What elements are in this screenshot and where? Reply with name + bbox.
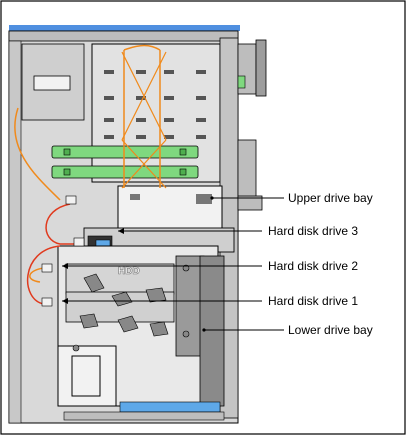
cage-slots: [104, 70, 206, 139]
drive-bracket-handle: [57, 345, 117, 407]
green-card-lower: [51, 165, 199, 179]
green-card-upper: [51, 145, 199, 159]
callout-hard-disk-drive-2: Hard disk drive 2: [268, 259, 358, 273]
power-connector: [33, 75, 71, 91]
drive-clips: [79, 273, 169, 337]
red-cable-hdd3: [45, 203, 82, 245]
hdd-marking: HDD: [118, 266, 140, 277]
bottom-blue-accent: [119, 401, 221, 413]
callout-lower-drive-bay: Lower drive bay: [288, 323, 373, 337]
orange-cable: [14, 44, 161, 201]
top-edge-blue: [9, 25, 240, 31]
power-led: [237, 75, 246, 89]
callout-hard-disk-drive-3: Hard disk drive 3: [268, 224, 358, 238]
upper-drive-cage: [91, 43, 221, 183]
red-cable-hdd1: [26, 245, 61, 305]
callout-lines: [62, 197, 284, 331]
callout-hard-disk-drive-1: Hard disk drive 1: [268, 294, 358, 308]
callout-upper-drive-bay: Upper drive bay: [288, 191, 373, 205]
upper-drive-bay: [117, 185, 223, 231]
